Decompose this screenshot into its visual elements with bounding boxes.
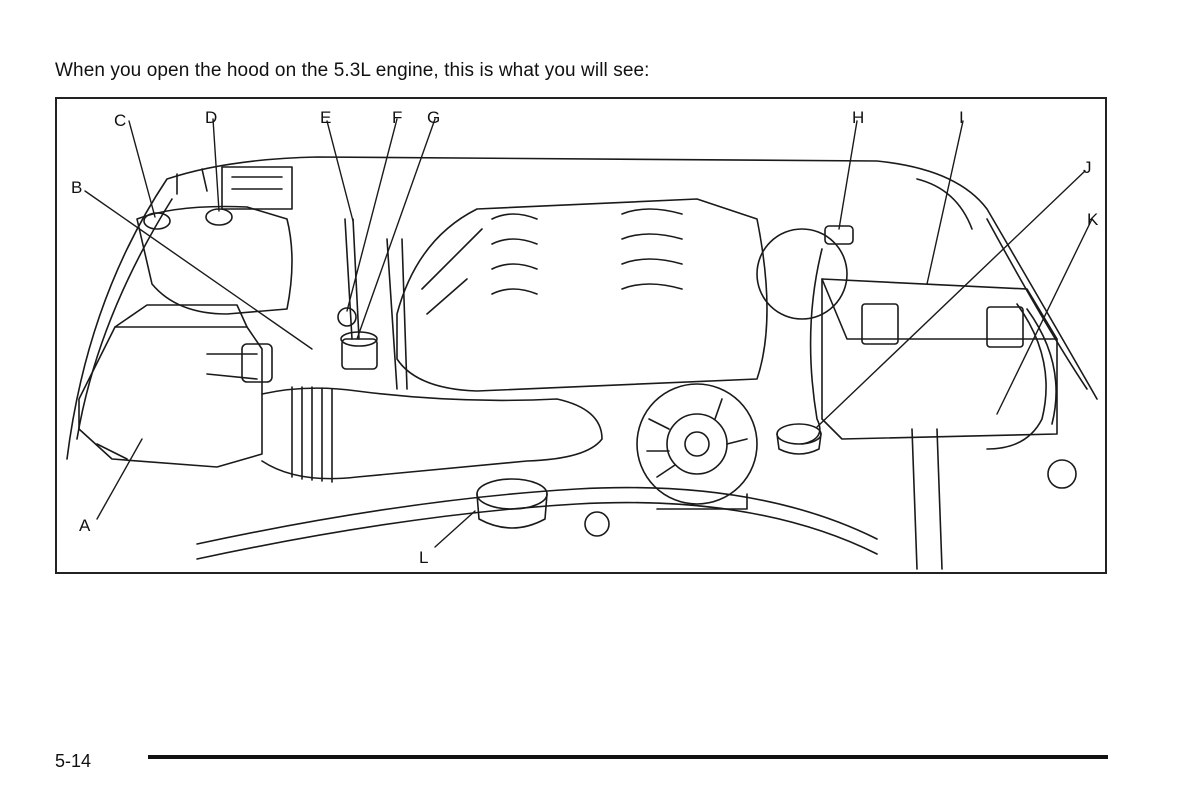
callout-b: B bbox=[71, 178, 82, 197]
callout-a: A bbox=[79, 516, 91, 535]
engine-compartment-illustration: A B C D E F G H I J K L bbox=[55, 97, 1107, 574]
callout-i: I bbox=[959, 108, 964, 127]
battery bbox=[821, 278, 1058, 440]
engine-line-drawing: A B C D E F G H I J K L bbox=[66, 108, 1099, 570]
footer-rule bbox=[148, 755, 1108, 759]
radiator-cap bbox=[196, 459, 1077, 560]
engine-cover bbox=[396, 198, 768, 392]
page-number: 5-14 bbox=[55, 751, 92, 771]
intake-duct bbox=[241, 343, 603, 483]
callout-f: F bbox=[392, 108, 402, 127]
callout-c: C bbox=[114, 111, 126, 130]
intro-text: When you open the hood on the 5.3L engin… bbox=[55, 60, 650, 81]
callout-l: L bbox=[419, 548, 428, 567]
brake-master-cylinder bbox=[756, 225, 854, 445]
alternator bbox=[636, 383, 758, 510]
fender-outline bbox=[66, 156, 1098, 460]
callout-leaders bbox=[84, 118, 1093, 548]
callout-j: J bbox=[1083, 158, 1092, 177]
callout-h: H bbox=[852, 108, 864, 127]
battery-cable bbox=[911, 303, 1057, 570]
washer-reservoir bbox=[136, 166, 293, 315]
callout-d: D bbox=[205, 108, 217, 127]
oil-fill-area bbox=[337, 218, 408, 390]
callout-g: G bbox=[427, 108, 440, 127]
air-cleaner-box bbox=[78, 304, 263, 468]
callout-k: K bbox=[1087, 210, 1099, 229]
callout-e: E bbox=[320, 108, 331, 127]
power-steering-reservoir bbox=[776, 423, 822, 455]
